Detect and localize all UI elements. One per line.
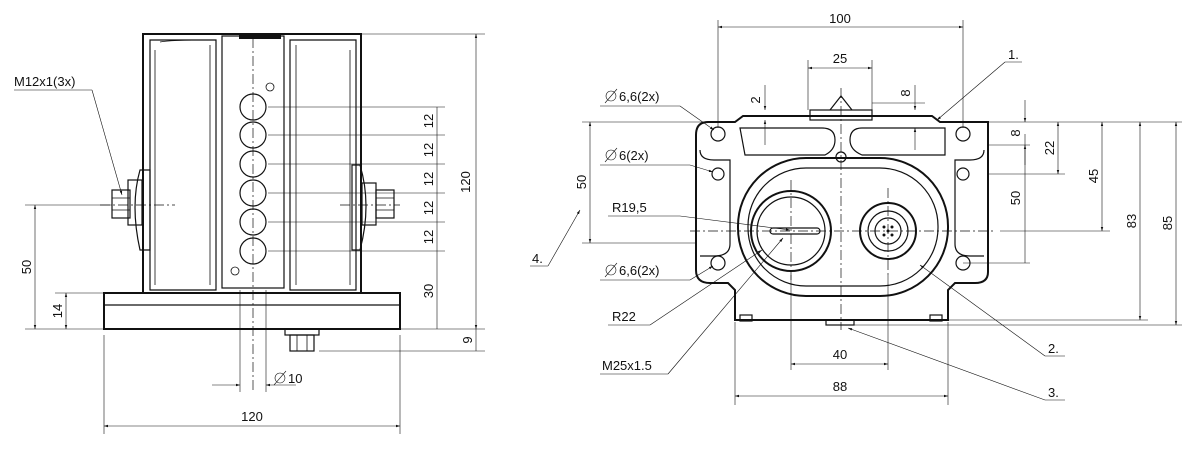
callout-1: 1. [1008, 47, 1019, 62]
m12-connector-bottom [284, 328, 320, 352]
dim-12-b: 12 [421, 143, 436, 157]
hole-label-top: 6,6(2x) [619, 89, 659, 104]
dim-width-120: 120 [241, 409, 263, 424]
dim-30: 30 [421, 284, 436, 298]
dim-85: 85 [1160, 216, 1175, 230]
dim-50-left: 50 [574, 175, 589, 189]
dim-40: 40 [833, 347, 847, 362]
dim-83: 83 [1124, 214, 1139, 228]
hole-label-bottom: 6,6(2x) [619, 263, 659, 278]
hole-label-mid: 6(2x) [619, 148, 649, 163]
dim-dia-10: 10 [288, 371, 302, 386]
m12-connector-right [351, 164, 395, 251]
dim-22: 22 [1042, 141, 1057, 155]
dim-25: 25 [833, 51, 847, 66]
front-view: 100 25 2 8 8 50 22 45 [530, 11, 1182, 405]
dim-88: 88 [833, 379, 847, 394]
thread-label-m12: M12x1(3x) [14, 74, 75, 89]
dim-8-top: 8 [898, 89, 913, 96]
dim-12-c: 12 [421, 172, 436, 186]
thread-label-m25: M25x1.5 [602, 358, 652, 373]
dim-2: 2 [748, 96, 763, 103]
radius-label-1: R19,5 [612, 200, 647, 215]
m12-connector-left [111, 169, 151, 251]
dim-12-d: 12 [421, 201, 436, 215]
side-view: M12x1(3x) 12 12 12 12 12 30 120 9 [14, 33, 485, 434]
dim-45: 45 [1086, 169, 1101, 183]
dim-12-e: 12 [421, 230, 436, 244]
dim-100: 100 [829, 11, 851, 26]
radius-label-2: R22 [612, 309, 636, 324]
dim-height-120: 120 [458, 171, 473, 193]
dim-8-side: 8 [1008, 129, 1023, 136]
dim-12-a: 12 [421, 114, 436, 128]
hole-callouts: 6,6(2x) 6(2x) 6,6(2x) [600, 88, 715, 281]
dim-9: 9 [460, 336, 475, 343]
callout-3: 3. [1048, 385, 1059, 400]
callout-2: 2. [1048, 341, 1059, 356]
callout-4: 4. [532, 251, 543, 266]
dim-50-right: 50 [1008, 191, 1023, 205]
spacing-dimensions: 12 12 12 12 12 30 [268, 106, 445, 329]
dim-50-side: 50 [19, 260, 34, 274]
dim-14: 14 [50, 304, 65, 318]
